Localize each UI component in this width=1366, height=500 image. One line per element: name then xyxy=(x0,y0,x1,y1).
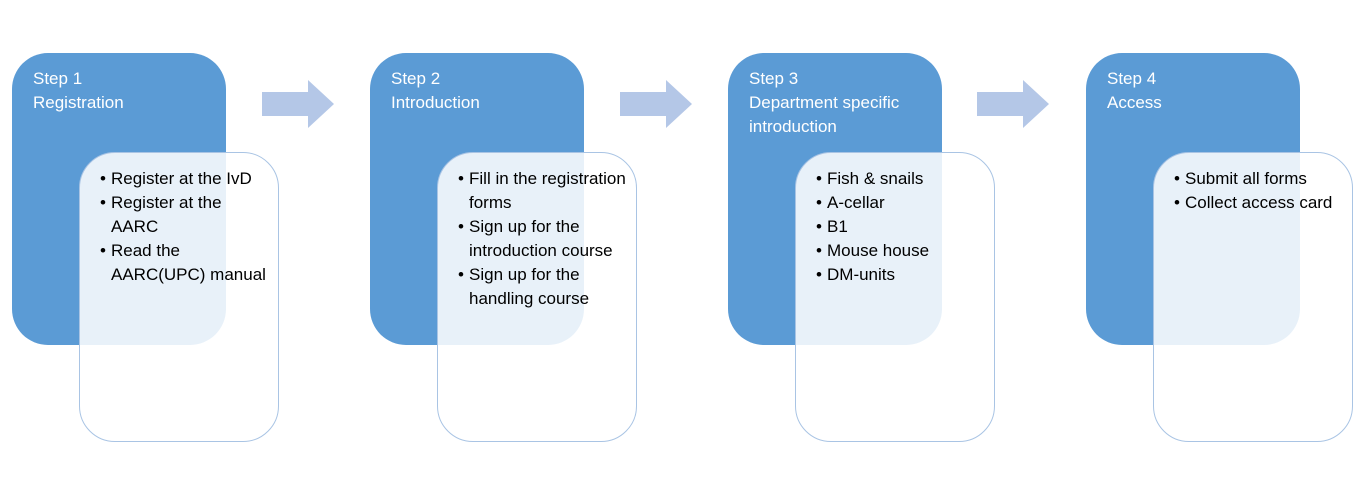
list-item: Fish & snails xyxy=(816,167,986,191)
step-4-list: Submit all forms Collect access card xyxy=(1154,153,1352,215)
step-2-card: Fill in the registration forms Sign up f… xyxy=(437,152,637,442)
step-1-title: Step 1 Registration xyxy=(33,67,223,115)
step-1-name: Registration xyxy=(33,93,124,112)
list-item: Sign up for the introduction course xyxy=(458,215,628,263)
step-4-title: Step 4 Access xyxy=(1107,67,1297,115)
right-arrow-icon xyxy=(620,80,692,128)
right-arrow-icon xyxy=(262,80,334,128)
step-3: Step 3 Department specific introduction … xyxy=(728,53,1058,448)
step-3-name: Department specific introduction xyxy=(749,93,900,136)
list-item: Read the AARC(UPC) manual xyxy=(100,239,270,287)
step-4-card: Submit all forms Collect access card xyxy=(1153,152,1353,442)
list-item: Fill in the registration forms xyxy=(458,167,628,215)
step-1-list: Register at the IvD Register at the AARC… xyxy=(80,153,278,287)
step-2-name: Introduction xyxy=(391,93,480,112)
step-1-card: Register at the IvD Register at the AARC… xyxy=(79,152,279,442)
right-arrow-icon xyxy=(977,80,1049,128)
list-item: Submit all forms xyxy=(1174,167,1344,191)
list-item: B1 xyxy=(816,215,986,239)
step-3-title: Step 3 Department specific introduction xyxy=(749,67,939,139)
step-4: Step 4 Access Submit all forms Collect a… xyxy=(1086,53,1366,448)
step-3-list: Fish & snails A-cellar B1 Mouse house DM… xyxy=(796,153,994,287)
list-item: A-cellar xyxy=(816,191,986,215)
step-4-number: Step 4 xyxy=(1107,69,1157,88)
step-3-number: Step 3 xyxy=(749,69,799,88)
step-4-name: Access xyxy=(1107,93,1162,112)
list-item: Register at the AARC xyxy=(100,191,270,239)
step-1: Step 1 Registration Register at the IvD … xyxy=(12,53,342,448)
list-item: Collect access card xyxy=(1174,191,1344,215)
step-3-card: Fish & snails A-cellar B1 Mouse house DM… xyxy=(795,152,995,442)
list-item: Mouse house xyxy=(816,239,986,263)
step-2-title: Step 2 Introduction xyxy=(391,67,581,115)
step-2-list: Fill in the registration forms Sign up f… xyxy=(438,153,636,311)
list-item: DM-units xyxy=(816,263,986,287)
step-1-number: Step 1 xyxy=(33,69,83,88)
step-2: Step 2 Introduction Fill in the registra… xyxy=(370,53,700,448)
step-2-number: Step 2 xyxy=(391,69,441,88)
list-item: Sign up for the handling course xyxy=(458,263,628,311)
list-item: Register at the IvD xyxy=(100,167,270,191)
